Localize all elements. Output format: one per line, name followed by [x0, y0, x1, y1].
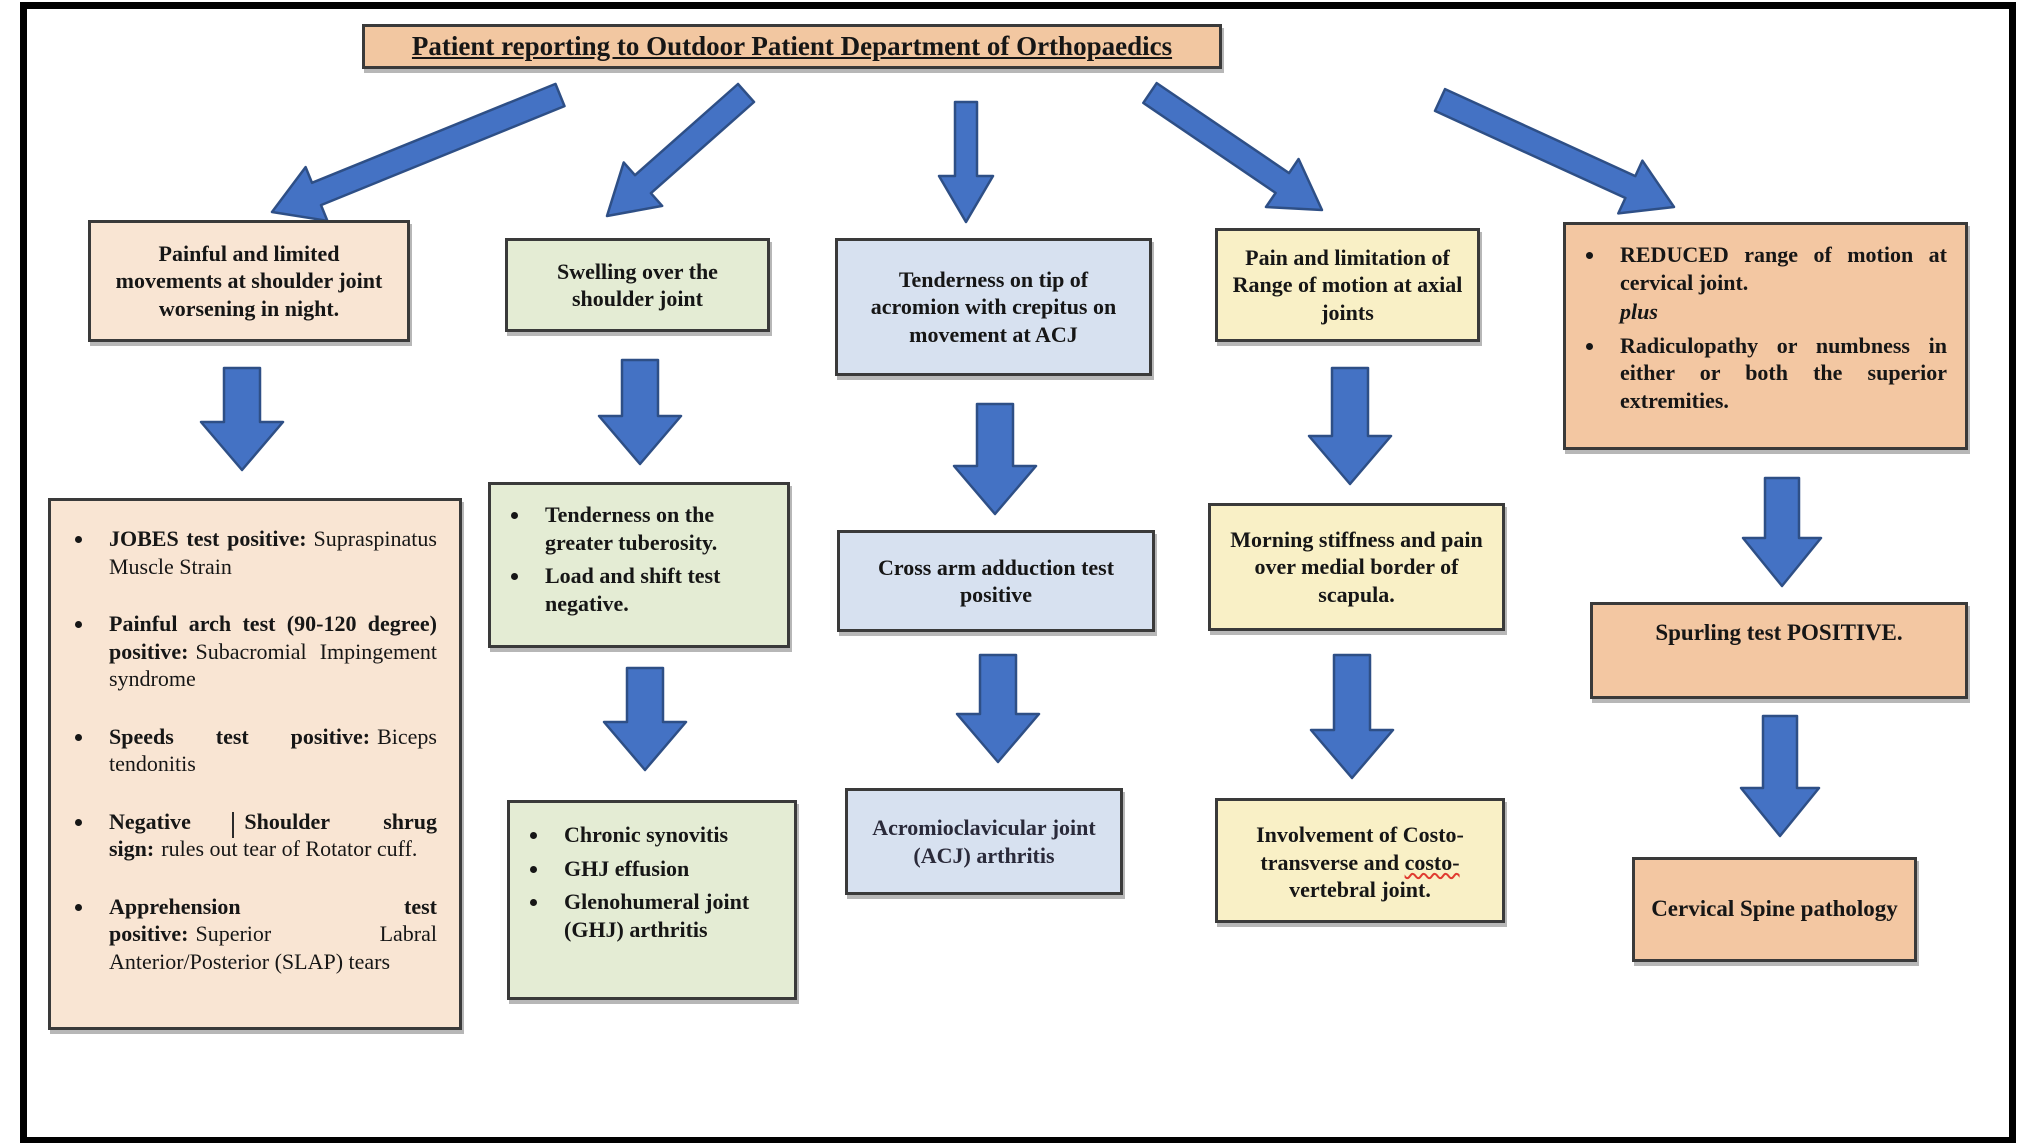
diagnosis-item: GHJ effusion — [550, 855, 778, 883]
arrow-col4-sign-to-diagnosis — [1309, 653, 1395, 780]
finding-item: Painful arch test (90-120 degree) positi… — [95, 610, 437, 693]
finding-rest: Subacromial Impingement syndrome — [109, 638, 437, 692]
symptom-box-cervical: REDUCED range of motion at cervical join… — [1563, 222, 1968, 450]
sign-item: Load and shift test negative. — [531, 562, 771, 617]
signs-list: Tenderness on the greater tuberosity. Lo… — [491, 501, 779, 623]
sign-item: Tenderness on the greater tuberosity. — [531, 501, 771, 556]
diagnosis-text-pre: Involvement of Costo-transverse and — [1256, 822, 1464, 875]
arrow-header-to-col2 — [605, 82, 756, 218]
arrow-header-to-col3 — [937, 100, 995, 224]
arrow-col2-symptom-to-signs — [597, 358, 683, 466]
symptom-text: REDUCED range of motion at cervical join… — [1620, 242, 1947, 295]
finding-rest: Superior Labral Anterior/Posterior (SLAP… — [109, 921, 437, 974]
diagnosis-box-cervical-spine: Cervical Spine pathology — [1632, 857, 1917, 962]
symptoms-list: REDUCED range of motion at cervical join… — [1566, 241, 1955, 420]
symptom-box-acj-tenderness: Tenderness on tip of acromion with crepi… — [835, 238, 1152, 376]
symptom-text: Swelling over the shoulder joint — [557, 258, 718, 312]
finding-item: Apprehension test positive:Superior Labr… — [95, 893, 437, 976]
sign-box-cross-arm-test: Cross arm adduction test positive — [837, 530, 1155, 632]
diagnosis-box-acj-arthritis: Acromioclavicular joint (ACJ) arthritis — [845, 788, 1123, 895]
symptom-text: Tenderness on tip of acromion with crepi… — [870, 266, 1117, 347]
diagnosis-text: Acromioclavicular joint (ACJ) arthritis — [872, 815, 1096, 868]
findings-list: JOBES test positive:Supraspinatus Muscle… — [55, 525, 445, 975]
finding-lead: Painful arch test (90-120 degree) positi… — [109, 611, 437, 664]
finding-rest: Supraspinatus Muscle Strain — [109, 526, 437, 579]
diagnosis-text: Cervical Spine pathology — [1651, 896, 1898, 922]
diagnosis-box-ghj: Chronic synovitis GHJ effusion Glenohume… — [507, 800, 797, 1000]
arrow-col5-symptom-to-sign — [1741, 476, 1823, 588]
arrow-col3-symptom-to-sign — [952, 402, 1038, 516]
symptom-item: Radiculopathy or numbness in either or b… — [1606, 332, 1947, 415]
finding-item: Negative Shoulder shrug sign:rules out t… — [95, 808, 437, 863]
diagnosis-text-misspelled: costo- — [1404, 849, 1460, 875]
symptom-box-axial-pain: Pain and limitation of Range of motion a… — [1215, 228, 1480, 342]
diagnosis-box-costovertebral: Involvement of Costo-transverse and cost… — [1215, 798, 1505, 923]
symptom-connector: plus — [1620, 299, 1658, 324]
signs-box-shoulder-swelling: Tenderness on the greater tuberosity. Lo… — [488, 482, 790, 648]
finding-rest: Biceps tendonitis — [109, 723, 437, 777]
arrow-col3-sign-to-diagnosis — [955, 653, 1041, 764]
sign-text: Cross arm adduction test positive — [877, 554, 1115, 608]
diagnosis-item: Glenohumeral joint (GHJ) arthritis — [550, 888, 778, 943]
arrow-header-to-col5 — [1433, 87, 1676, 215]
symptom-text: Pain and limitation of Range of motion a… — [1232, 244, 1463, 325]
diagnoses-list: Chronic synovitis GHJ effusion Glenohume… — [510, 821, 786, 949]
arrow-col5-sign-to-diagnosis — [1739, 714, 1821, 838]
finding-item: JOBES test positive:Supraspinatus Muscle… — [95, 525, 437, 580]
header-box: Patient reporting to Outdoor Patient Dep… — [362, 24, 1222, 69]
findings-box-shoulder-tests: JOBES test positive:Supraspinatus Muscle… — [48, 498, 462, 1030]
sign-box-morning-stiffness: Morning stiffness and pain over medial b… — [1208, 503, 1505, 631]
diagnosis-item: Chronic synovitis — [550, 821, 778, 849]
arrow-header-to-col1 — [270, 82, 566, 223]
symptom-text: Painful and limited movements at shoulde… — [115, 240, 383, 321]
finding-item: Speeds test positive:Biceps tendonitis — [95, 723, 437, 778]
sign-text: Spurling test POSITIVE. — [1655, 620, 1903, 645]
arrow-col2-signs-to-diagnosis — [602, 666, 688, 772]
diagnosis-text-post: vertebral joint. — [1289, 877, 1431, 902]
sign-box-spurling: Spurling test POSITIVE. — [1590, 602, 1968, 699]
symptom-item: REDUCED range of motion at cervical join… — [1606, 241, 1947, 326]
finding-lead: Speeds test positive: — [109, 723, 371, 749]
arrow-col4-symptom-to-sign — [1307, 366, 1393, 486]
finding-lead: Apprehension test positive: — [109, 893, 437, 947]
arrow-header-to-col4 — [1142, 81, 1324, 212]
text-cursor-artifact — [232, 812, 234, 838]
finding-rest: rules out tear of Rotator cuff. — [161, 836, 418, 861]
finding-lead: JOBES test positive: — [109, 526, 307, 551]
symptom-box-shoulder-pain: Painful and limited movements at shoulde… — [88, 220, 410, 342]
header-title: Patient reporting to Outdoor Patient Dep… — [411, 30, 1173, 61]
finding-lead: Negative Shoulder shrug sign: — [109, 808, 437, 862]
sign-text: Morning stiffness and pain over medial b… — [1230, 526, 1483, 607]
arrow-col1-symptom-to-findings — [199, 366, 285, 472]
symptom-box-shoulder-swelling: Swelling over the shoulder joint — [505, 238, 770, 332]
